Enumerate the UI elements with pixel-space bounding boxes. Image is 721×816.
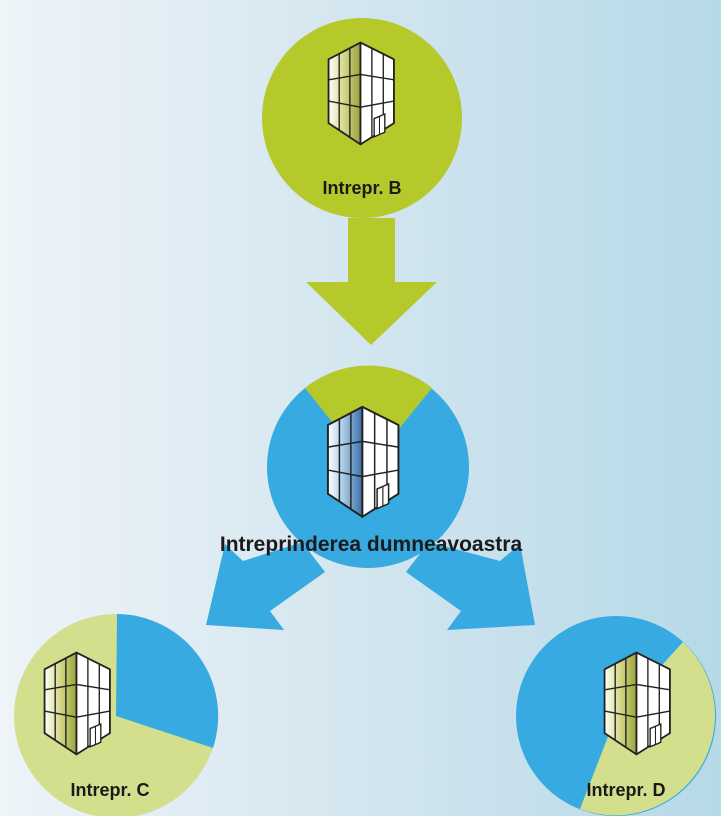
node-intreprinderea-dumneavoastra: Intreprinderea dumneavoastra xyxy=(220,365,523,568)
building-icon xyxy=(43,651,111,756)
node-yours-label: Intreprinderea dumneavoastra xyxy=(220,533,523,556)
node-intrepr-d: Intrepr. D xyxy=(516,616,716,816)
building-icon xyxy=(326,405,400,518)
node-intrepr-c: Intrepr. C xyxy=(14,614,219,816)
building-icon xyxy=(603,651,671,756)
arrow-b-to-yours xyxy=(306,218,437,345)
node-c-blue-sector xyxy=(116,614,219,748)
node-b-label: Intrepr. B xyxy=(322,178,401,198)
arrow-yours-to-d xyxy=(406,542,535,630)
node-intrepr-b: Intrepr. B xyxy=(262,18,462,218)
building-icon xyxy=(327,41,395,146)
arrow-yours-to-c xyxy=(206,542,325,630)
node-d-label: Intrepr. D xyxy=(586,780,665,800)
node-c-label: Intrepr. C xyxy=(70,780,149,800)
